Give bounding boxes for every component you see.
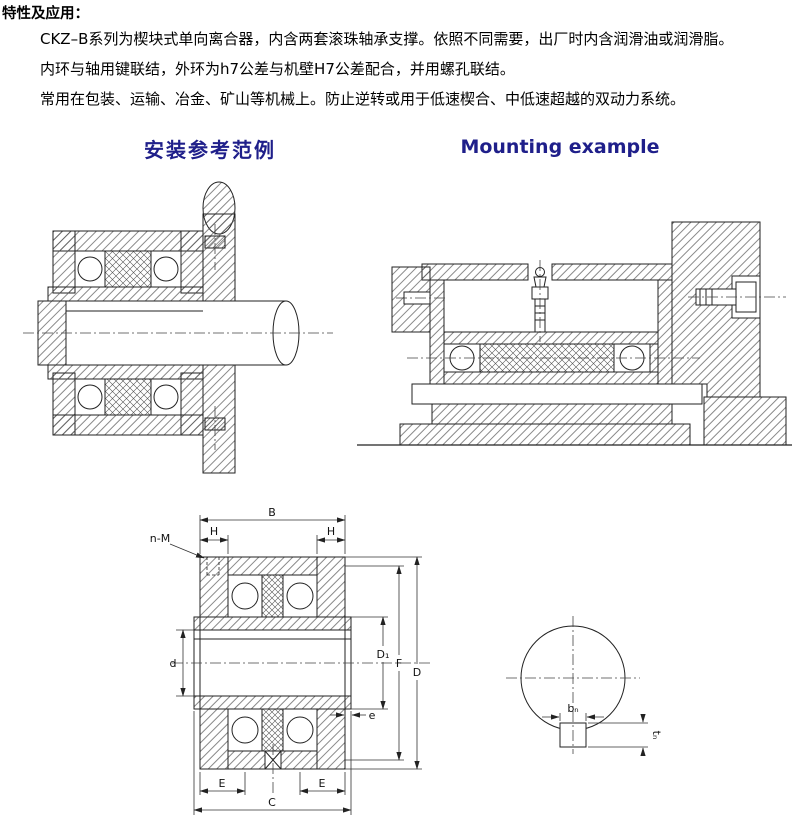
section-title-zh: 安装参考范例	[144, 138, 276, 162]
dim-label-F: F	[396, 657, 402, 670]
sprag-zone-bottom	[261, 708, 284, 752]
keyway-detail-drawing: bₙ tₙ	[498, 612, 668, 762]
dim-label-d: d	[170, 657, 177, 670]
centerlines	[172, 662, 432, 794]
keyway	[65, 301, 203, 312]
dim-label-bn: bₙ	[567, 702, 578, 715]
ball-bearing	[231, 582, 259, 610]
sprag-zone-top	[261, 574, 284, 618]
dim-label-H-right: H	[327, 525, 335, 538]
dim-label-B: B	[268, 506, 276, 519]
dimension-lines	[169, 515, 422, 815]
ball-bearing	[77, 384, 103, 410]
dim-label-D: D	[413, 666, 421, 679]
ball-bearing	[153, 256, 179, 282]
ball-bearing	[231, 716, 259, 744]
paragraph-1: CKZ–B系列为楔块式单向离合器，内含两套滚珠轴承支撑。依照不同需要，出厂时内含…	[40, 30, 734, 48]
clutch-flange-assembly	[37, 181, 300, 474]
ball-bearing	[286, 582, 314, 610]
pedestal	[431, 403, 673, 425]
paragraph-3: 常用在包装、运输、冶金、矿山等机械上。防止逆转或用于低速楔合、中低速超越的双动力…	[40, 90, 686, 108]
centerlines	[396, 260, 786, 359]
dim-label-E-left: E	[219, 777, 226, 790]
clutch-section	[193, 556, 352, 770]
page-title: 特性及应用：	[2, 6, 89, 22]
base-foot	[399, 423, 691, 446]
housing-assembly	[357, 221, 792, 446]
centerlines	[23, 224, 333, 450]
dim-label-tn: tₙ	[650, 731, 663, 740]
dim-label-C: C	[268, 796, 276, 809]
dimension-labels: n-M B H H d D₁ F D e E E C	[150, 506, 421, 809]
dimension-labels: bₙ tₙ	[567, 702, 663, 739]
sprag-zone-bottom	[104, 378, 152, 416]
dim-label-e: e	[369, 709, 376, 722]
description-paragraphs: CKZ–B系列为楔块式单向离合器，内含两套滚珠轴承支撑。依照不同需要，出厂时内含…	[40, 24, 790, 114]
section-title-en: Mounting example	[460, 136, 660, 158]
dimensioned-section-drawing: n-M B H H d D₁ F D e E E C	[140, 502, 460, 825]
dim-label-n-M: n-M	[150, 532, 170, 545]
ball-bearing	[286, 716, 314, 744]
dim-label-D1: D₁	[377, 648, 390, 661]
tapped-hole-hidden-lines	[206, 557, 220, 576]
dimension-lines	[542, 713, 648, 757]
centerlines	[506, 616, 640, 754]
main-shaft	[411, 383, 703, 405]
mounting-reference-drawing	[18, 178, 338, 488]
ball-bearing	[153, 384, 179, 410]
mounting-example-drawing	[352, 192, 797, 462]
sprag-zone-top	[104, 250, 152, 288]
paragraph-2: 内环与轴用键联结，外环为h7公差与机壁H7公差配合，并用螺孔联结。	[40, 60, 515, 78]
dim-label-H-left: H	[210, 525, 218, 538]
dim-label-E-right: E	[319, 777, 326, 790]
ball-bearing	[77, 256, 103, 282]
output-shaft-section	[703, 396, 787, 446]
